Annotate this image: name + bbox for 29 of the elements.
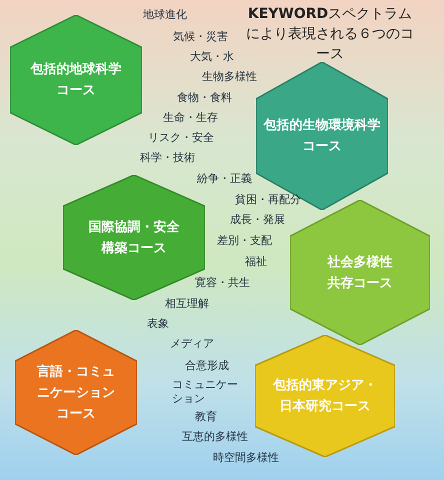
- title: KEYWORDスペクトラムにより表現される６つのコース: [245, 5, 415, 64]
- course-name: 包括的東アジア・日本研究コース: [272, 377, 378, 416]
- keyword-label: 成長・発展: [230, 213, 285, 227]
- keyword-label: 教育: [195, 410, 217, 424]
- keyword-label: メディア: [170, 337, 214, 351]
- course-name: 社会多様性共存コース: [326, 254, 394, 292]
- keyword-label: 生命・生存: [163, 111, 218, 125]
- course-name: 包括的地球科学コース: [29, 61, 122, 100]
- keyword-label: 表象: [147, 317, 169, 331]
- keyword-label: 地球進化: [143, 8, 187, 22]
- keyword-label: 寛容・共生: [195, 276, 250, 290]
- keyword-label: 時空間多様性: [213, 451, 279, 465]
- keyword-label: 合意形成: [185, 359, 229, 373]
- keyword-label: 互恵的多様性: [182, 430, 248, 444]
- keyword-label: 食物・食料: [177, 91, 232, 105]
- keyword-label: コミュニケーション: [172, 378, 239, 406]
- keyword-label: 差別・支配: [217, 234, 272, 248]
- keyword-label: 福祉: [245, 255, 267, 269]
- course-name: 言語・コミュニケーションコース: [36, 363, 116, 423]
- course-name: 包括的生物環境科学コース: [262, 116, 382, 156]
- keyword-label: 生物多様性: [202, 70, 257, 84]
- keyword-label: 気候・災害: [173, 30, 228, 44]
- keyword-label: リスク・安全: [148, 131, 214, 145]
- keyword-label: 紛争・正義: [197, 172, 252, 186]
- keyword-label: 大気・水: [190, 50, 234, 64]
- keyword-label: 科学・技術: [140, 151, 195, 165]
- keyword-label: 相互理解: [165, 297, 209, 311]
- keyword-label: 貧困・再配分: [235, 193, 301, 207]
- course-name: 国際協調・安全構築コース: [88, 218, 180, 258]
